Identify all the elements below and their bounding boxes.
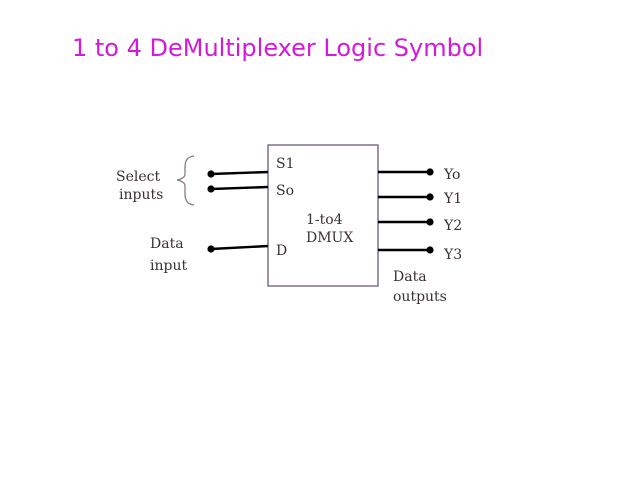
block-label-line2: DMUX [306, 230, 353, 246]
data-outputs-label-line1: Data [393, 269, 427, 285]
page-title: 1 to 4 DeMultiplexer Logic Symbol [72, 34, 484, 62]
s0-input-dot [207, 185, 215, 193]
s0-label: So [276, 183, 294, 199]
y0-output-dot [426, 168, 434, 176]
y3-label: Y3 [443, 247, 462, 263]
s1-input-dot [207, 170, 215, 178]
y2-output-dot [426, 218, 434, 226]
s0-input-line [210, 185, 269, 191]
y1-label: Y1 [443, 191, 462, 207]
d-input-dot [207, 245, 215, 253]
select-inputs-label-line1: Select [116, 169, 160, 185]
select-brace [176, 155, 195, 206]
s1-input-line [210, 170, 269, 176]
y1-output-dot [426, 193, 434, 201]
data-input-label-line2: input [150, 258, 187, 274]
data-input-label-line1: Data [150, 236, 184, 252]
demux-block [267, 144, 379, 287]
y2-label: Y2 [443, 218, 462, 234]
block-label-line1: 1-to4 [306, 212, 343, 228]
select-inputs-label-line2: inputs [119, 187, 163, 203]
data-outputs-label-line2: outputs [393, 289, 447, 305]
s1-label: S1 [276, 156, 295, 172]
y3-output-dot [426, 246, 434, 254]
d-label: D [276, 243, 287, 259]
d-input-line [210, 244, 269, 251]
y0-label: Yo [443, 167, 460, 183]
